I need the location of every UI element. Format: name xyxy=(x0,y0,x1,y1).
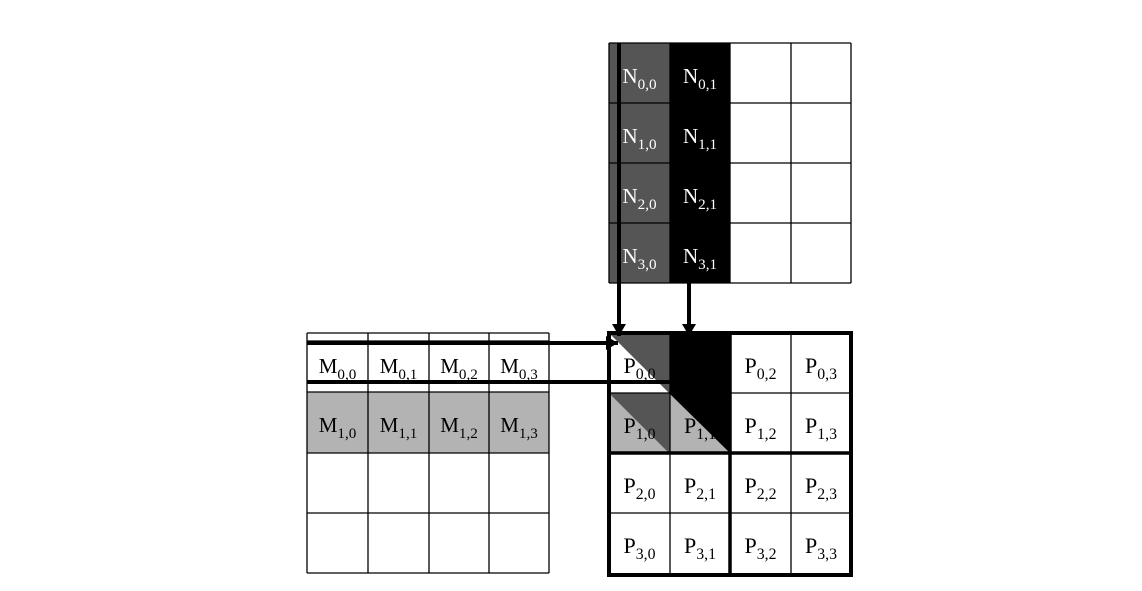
arrow-n-col1-head xyxy=(682,324,696,336)
m-cell-row1 xyxy=(307,392,368,453)
p-cell-label-2-0: P2,0 xyxy=(623,473,655,503)
p-cell-label-2-2: P2,2 xyxy=(744,473,776,503)
p-cell-label-1-0: P1,0 xyxy=(623,413,655,443)
n-cell-label-3-1: N3,1 xyxy=(683,244,717,273)
m-cell-label-0-2: M0,2 xyxy=(440,354,478,383)
m-cell-label-0-3: M0,3 xyxy=(500,354,538,383)
n-cell-col1 xyxy=(670,163,730,223)
p-cell-label-1-2: P1,2 xyxy=(744,413,776,443)
p-cell-label-3-2: P3,2 xyxy=(744,533,776,563)
p00-triangle xyxy=(609,333,670,394)
n-cell-label-2-1: N2,1 xyxy=(683,184,717,213)
n-cell-label-0-0: N0,0 xyxy=(622,64,656,93)
m-cell-label-1-3: M1,3 xyxy=(500,413,538,442)
m-cell-label-0-1: M0,1 xyxy=(380,354,418,383)
p-cell-label-0-3: P0,3 xyxy=(805,353,837,383)
p-cell-label-3-0: P3,0 xyxy=(623,533,655,563)
n-cell-col1 xyxy=(670,43,730,103)
m-cell-label-1-2: M1,2 xyxy=(440,413,478,442)
n-cell-label-1-0: N1,0 xyxy=(622,124,656,153)
p-cell-label-3-1: P3,1 xyxy=(684,533,716,563)
m-cell-label-1-1: M1,1 xyxy=(380,413,418,442)
arrow-m-row1-head xyxy=(676,375,688,389)
n-cell-label-0-1: N0,1 xyxy=(683,64,717,93)
p-cell-label-0-2: P0,2 xyxy=(744,353,776,383)
m-cell-row1 xyxy=(368,392,429,453)
n-cell-label-2-0: N2,0 xyxy=(622,184,656,213)
n-cell-col1 xyxy=(670,103,730,163)
n-cell-label-3-0: N3,0 xyxy=(622,244,656,273)
p-cell-label-1-3: P1,3 xyxy=(805,413,837,443)
m-cell-row1 xyxy=(429,392,489,453)
arrow-m-row0-head xyxy=(606,336,618,350)
m-cell-label-0-0: M0,0 xyxy=(319,354,357,383)
p10-upper xyxy=(609,393,670,454)
n-cell-label-1-1: N1,1 xyxy=(683,124,717,153)
p-cell-label-2-1: P2,1 xyxy=(684,473,716,503)
p-cell-label-0-1: P0,1 xyxy=(684,353,716,383)
p-cell-label-3-3: P3,3 xyxy=(805,533,837,563)
m-cell-label-1-0: M1,0 xyxy=(319,413,357,442)
arrow-n-col0-head xyxy=(612,324,626,336)
m-cell-row1 xyxy=(489,392,549,453)
p-cell-label-1-1: P1,1 xyxy=(684,413,716,443)
p-cell-label-0-0: P0,0 xyxy=(623,353,655,383)
p-cell-label-2-3: P2,3 xyxy=(805,473,837,503)
n-cell-col1 xyxy=(670,223,730,283)
